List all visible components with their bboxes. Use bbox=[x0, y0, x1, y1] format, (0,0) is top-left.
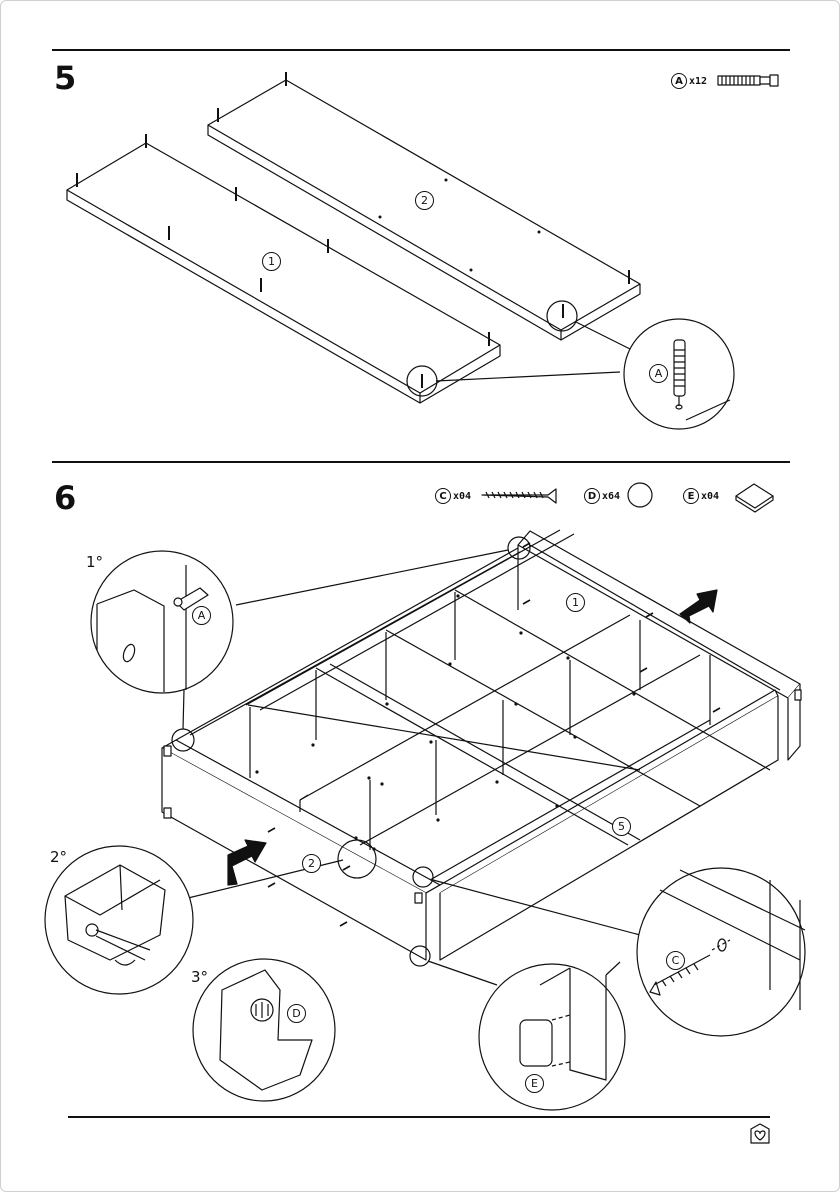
detail-zoom-1 bbox=[91, 551, 233, 693]
heart-house-logo-icon bbox=[751, 1124, 769, 1143]
detail-label-d: D bbox=[287, 1004, 306, 1023]
detail-label-c: C bbox=[666, 951, 685, 970]
panel-label-2-step5: 2 bbox=[415, 191, 434, 210]
screw-icon bbox=[482, 489, 556, 503]
detail-label-a-step5: A bbox=[649, 364, 668, 383]
panel-label-5-step6: 5 bbox=[612, 817, 631, 836]
arrow-top-panel bbox=[680, 590, 717, 623]
panel-label-1-step5: 1 bbox=[262, 252, 281, 271]
detail-label-a-step6: A bbox=[192, 606, 211, 625]
cam-dowel-icon bbox=[718, 75, 778, 86]
detail-label-e: E bbox=[525, 1074, 544, 1093]
cap-cover-icon bbox=[628, 483, 652, 507]
detail-zoom-c bbox=[637, 868, 805, 1036]
panel-label-1-step6: 1 bbox=[566, 593, 585, 612]
panel-label-2-step6: 2 bbox=[302, 854, 321, 873]
